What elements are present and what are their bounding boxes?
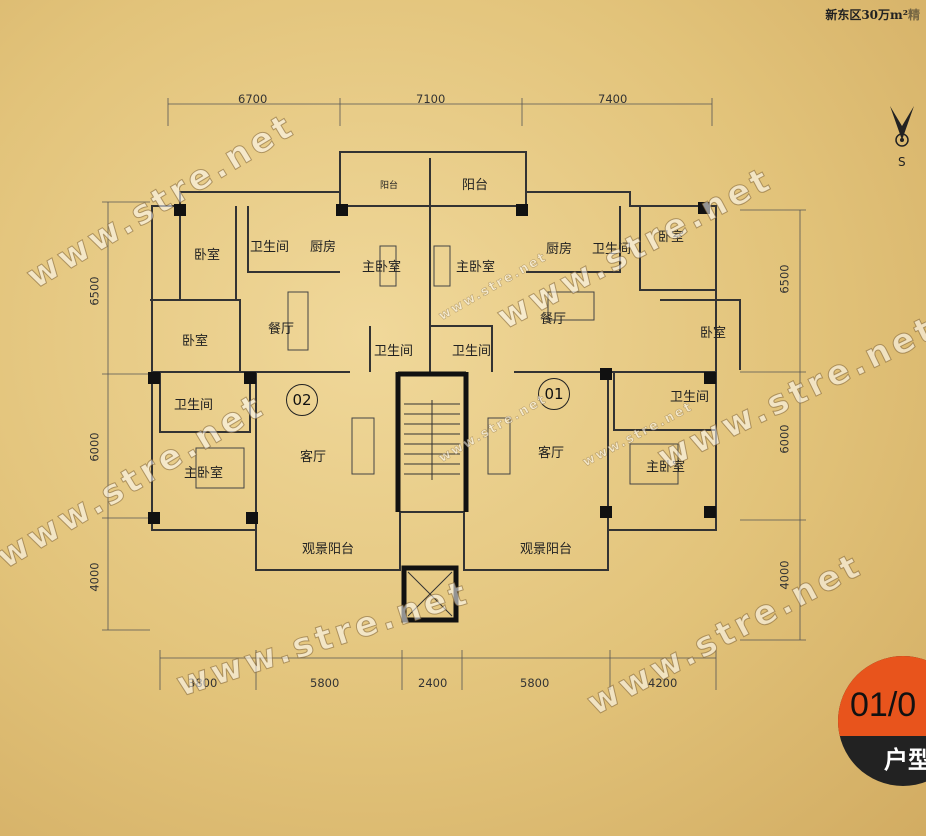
room-bedroom-right-top: 卧室 xyxy=(658,230,685,245)
structural-columns xyxy=(148,202,716,524)
unit-number-01: 01 xyxy=(538,378,570,410)
project-title: 新东区30万m²精 xyxy=(825,8,920,22)
room-bath-right-top: 卫生间 xyxy=(592,242,632,257)
unit-number-02: 02 xyxy=(286,384,318,416)
dim-top-1: 6700 xyxy=(238,92,268,106)
room-kitchen-left: 厨房 xyxy=(310,240,337,255)
room-dining-left: 餐厅 xyxy=(268,322,295,337)
room-master-left-bottom: 主卧室 xyxy=(184,466,224,481)
dim-bottom-3: 2400 xyxy=(418,676,448,690)
stair-and-lift xyxy=(404,400,460,617)
room-view-balcony-right: 观景阳台 xyxy=(520,542,573,557)
room-bath-right-mid: 卫生间 xyxy=(670,390,710,405)
room-bedroom-right-mid: 卧室 xyxy=(700,326,727,341)
compass-label: S xyxy=(898,155,906,169)
room-master-left: 主卧室 xyxy=(362,260,402,275)
room-living-left: 客厅 xyxy=(300,450,327,465)
dim-left-3: 4000 xyxy=(87,562,102,592)
dim-bottom-2: 5800 xyxy=(310,676,340,690)
unit-type-label: 户型 xyxy=(884,746,926,774)
unit-type-badge: 01/0 户型 xyxy=(838,656,926,786)
room-bedroom-left-mid: 卧室 xyxy=(182,334,209,349)
room-balcony: 阳台 xyxy=(462,178,489,193)
room-living-right: 客厅 xyxy=(538,446,565,461)
room-bath-left-top: 卫生间 xyxy=(250,240,290,255)
room-dining-right: 餐厅 xyxy=(540,312,567,327)
dim-left-2: 6000 xyxy=(87,432,102,462)
room-bedroom-left-top: 卧室 xyxy=(194,248,221,263)
furniture xyxy=(195,245,679,489)
room-master-right-bottom: 主卧室 xyxy=(646,460,686,475)
north-arrow-icon: S xyxy=(890,106,914,169)
room-master-right-top: 主卧室 xyxy=(456,260,496,275)
room-kitchen-right: 厨房 xyxy=(546,242,573,257)
unit-type-code: 01/0 xyxy=(850,686,917,724)
walls xyxy=(150,151,741,571)
dim-right-1: 6500 xyxy=(777,264,792,294)
dim-bottom-4: 5800 xyxy=(520,676,550,690)
dim-right-2: 6000 xyxy=(777,424,792,454)
dim-top-2: 7100 xyxy=(416,92,446,106)
dim-top-3: 7400 xyxy=(598,92,628,106)
core-walls xyxy=(395,371,469,623)
dim-bottom-5: 4200 xyxy=(648,676,678,690)
dimension-lines xyxy=(102,98,806,690)
room-bath-left-mid: 卫生间 xyxy=(174,398,214,413)
dim-left-1: 6500 xyxy=(87,276,102,306)
room-bath-center-left: 卫生间 xyxy=(374,344,414,359)
dim-bottom-1: 3800 xyxy=(188,676,218,690)
room-balcony-small: 阳台 xyxy=(380,181,399,191)
room-bath-center-right: 卫生间 xyxy=(452,344,492,359)
room-view-balcony-left: 观景阳台 xyxy=(302,542,355,557)
